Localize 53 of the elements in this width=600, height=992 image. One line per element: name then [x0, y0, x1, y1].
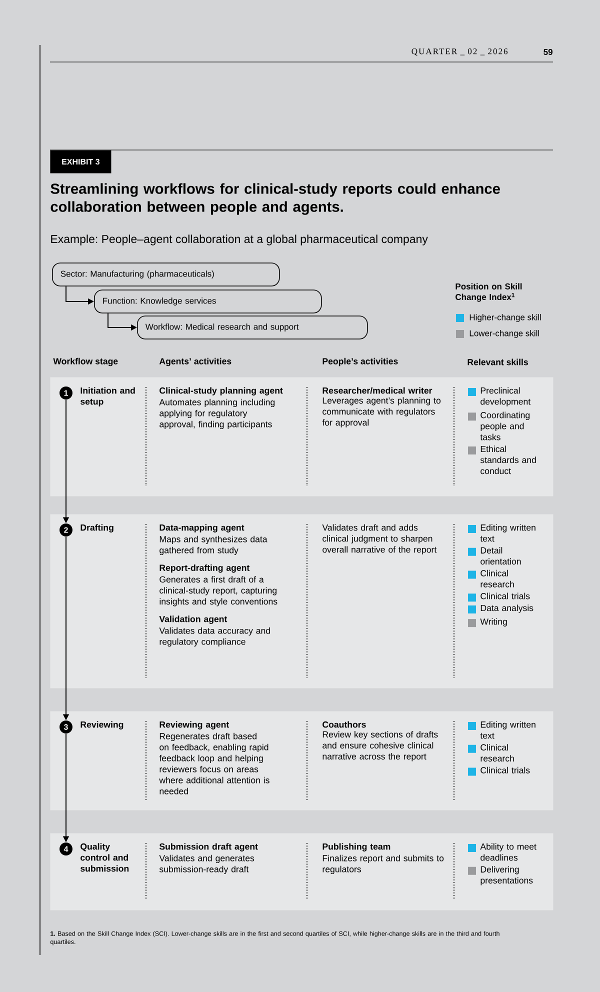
subtitle: Example: People–agent collaboration at a global pharmaceutical company: [51, 234, 428, 246]
skill-item: Preclinical development: [468, 387, 531, 406]
skill-item: Writing: [468, 618, 507, 628]
skill-item: Editing written text: [468, 524, 536, 542]
skill-item: Delivering presentations: [468, 866, 533, 886]
stage-name: Initiation and setup: [80, 387, 135, 406]
skill-item: Coordinating people and tasks: [468, 412, 530, 440]
role-heading: Coauthors: [322, 721, 366, 728]
skill-item: Clinical trials: [468, 592, 530, 602]
role-heading: Report-drafting agent: [160, 564, 250, 573]
exhibit-tag: EXHIBIT 3: [50, 150, 112, 174]
legend-item: Lower-change skill: [456, 330, 539, 338]
column-header: People’s activities: [322, 358, 398, 366]
title: Streamlining workflows for clinical-study reports could enhance collaboration between people and agents.: [50, 183, 500, 215]
skill-item: Clinical research: [468, 744, 514, 762]
skill-item: Clinical research: [468, 570, 514, 588]
skill-item: Ability to meet deadlines: [468, 843, 536, 861]
role-heading: Publishing team: [322, 843, 390, 852]
role-heading: Data-mapping agent: [160, 524, 244, 532]
activity-text: Generates a first draft of a clinical-study report, capturing insights and style conventions: [160, 576, 278, 606]
stage-name: Drafting: [80, 524, 114, 532]
column-header: Workflow stage: [53, 358, 118, 366]
activity-text: Validates data accuracy and regulatory compliance: [159, 627, 270, 647]
activity-text: Regenerates draft based on feedback, enabling rapid feedback loop and helping reviewers focus on areas where additional attention is needed: [159, 732, 270, 794]
category-pill: Sector: Manufacturing (pharmaceuticals): [52, 262, 280, 286]
category-pill: Workflow: Medical research and support: [137, 316, 368, 340]
category-pill: Function: Knowledge services: [94, 290, 322, 314]
role-heading: Reviewing agent: [160, 721, 230, 730]
stage-name: Quality control and submission: [80, 843, 129, 872]
column-header: Agents’ activities: [159, 358, 232, 366]
role-heading: Researcher/medical writer: [322, 387, 432, 394]
skill-item: Ethical standards and conduct: [468, 446, 536, 474]
column-header: Relevant skills: [468, 358, 528, 366]
role-heading: Clinical-study planning agent: [160, 387, 283, 396]
skill-item: Editing written text: [468, 721, 536, 739]
skill-item: Detail orientation: [468, 547, 521, 565]
running-header: QUARTER _ 02 _ 2026: [412, 48, 508, 56]
skill-item: Clinical trials: [468, 766, 530, 776]
role-heading: Validation agent: [159, 616, 228, 624]
activity-text: Finalizes report and submits to regulators: [322, 854, 444, 874]
stage-name: Reviewing: [80, 721, 124, 730]
activity-text: Leverages agent’s planning to communicate with regulators for approval: [322, 397, 441, 428]
role-heading: Submission draft agent: [159, 843, 258, 852]
step-number: 1: [60, 386, 72, 400]
activity-text: Validates draft and adds clinical judgment to sharpen overall narrative of the report: [322, 524, 437, 554]
legend-item: Higher-change skill: [456, 314, 541, 322]
activity-text: Maps and synthesizes data gathered from study: [160, 536, 268, 556]
activity-text: Automates planning including applying for regulatory approval, finding participants: [159, 398, 275, 430]
page-number: 59: [544, 49, 552, 55]
activity-text: Validates and generates submission-ready draft: [159, 854, 254, 874]
legend-heading: Position on Skill Change Index$^{1}$: [456, 283, 522, 302]
activity-text: Review key sections of drafts and ensure cohesive clinical narrative across the report: [322, 731, 438, 762]
skill-item: Data analysis: [468, 604, 534, 614]
